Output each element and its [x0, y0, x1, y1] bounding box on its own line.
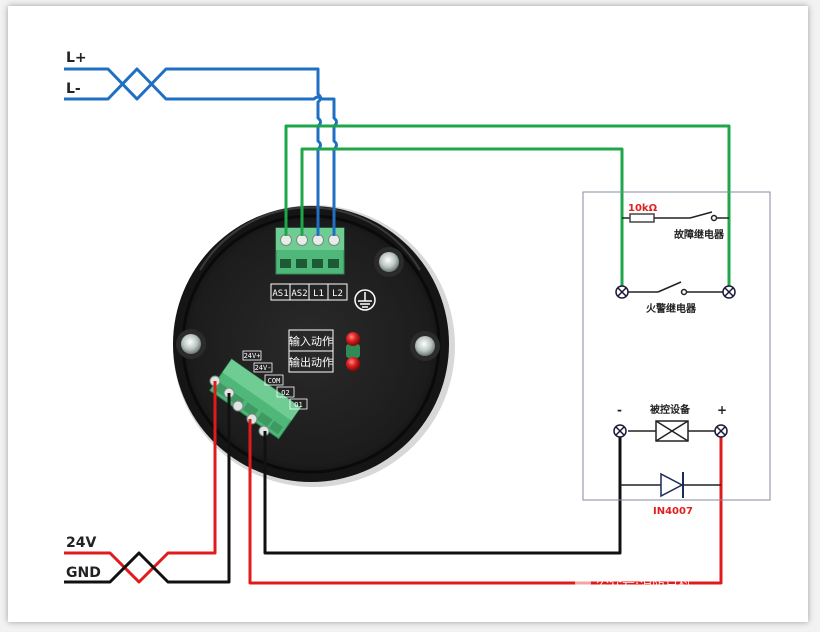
watermark-logo-icon — [575, 575, 591, 591]
terminal-label-l1: L1 — [313, 289, 324, 299]
indicator-panel: 输入动作 输出动作 — [288, 329, 334, 373]
power-24v-label: 24V — [66, 535, 96, 551]
terminal-label-as1: AS1 — [272, 289, 288, 299]
bus-wire-plus — [64, 67, 322, 236]
terminal-label-com: COM — [268, 377, 281, 385]
external-panel — [582, 191, 771, 501]
device-groove — [199, 206, 421, 271]
terminal-label-24v-plus: 24V+ — [244, 352, 261, 360]
controlled-device-label: 被控设备 — [650, 403, 691, 416]
power-wire-gnd — [64, 393, 231, 584]
screw-left — [176, 329, 206, 359]
screw-icon — [379, 252, 399, 272]
terminal-label-24v-minus: 24V- — [255, 364, 272, 372]
minus-sign: - — [617, 403, 622, 417]
side-terminal-labels: 24V+ 24V- COM O2 O1 — [242, 350, 308, 410]
bus-plus-label: L+ — [66, 50, 87, 66]
screw-icon — [181, 334, 201, 354]
relay-wire-as2 — [300, 147, 624, 292]
output-action-label: 输出动作 — [289, 355, 333, 369]
terminal-cross-icon — [615, 285, 629, 299]
fault-relay-label: 故障继电器 — [674, 228, 725, 241]
plus-sign: + — [717, 403, 727, 417]
diode-icon — [620, 472, 721, 498]
terminal-cross-icon — [613, 424, 627, 438]
terminal-label-as2: AS2 — [291, 289, 307, 299]
bus-wire-minus — [64, 67, 338, 236]
terminal-cross-icon — [722, 285, 736, 299]
relay-wires — [284, 124, 731, 292]
ground-icon — [354, 289, 376, 311]
bus-minus-label: L- — [66, 81, 81, 97]
controlled-device-circuit — [628, 420, 715, 442]
screw-icon — [415, 336, 435, 356]
screw-right-top — [374, 247, 404, 277]
bus-wires — [64, 67, 338, 236]
input-led-icon — [346, 332, 360, 346]
input-action-label: 输入动作 — [289, 334, 333, 348]
top-terminal-labels: AS1 AS2 L1 L2 — [270, 283, 348, 301]
terminal-label-o1: O1 — [294, 401, 302, 409]
power-gnd-label: GND — [66, 565, 101, 581]
fault-relay-circuit — [622, 211, 729, 223]
resistor-label: 10kΩ — [628, 203, 658, 214]
output-wire-o2-red — [248, 419, 723, 585]
indicator-leds — [346, 332, 360, 371]
top-terminal-screws — [280, 234, 340, 246]
watermark: 公众号·消防百科 — [575, 575, 691, 592]
terminal-label-l2: L2 — [332, 289, 343, 299]
diode-label: IN4007 — [653, 506, 693, 517]
fire-relay-contact-icon — [657, 281, 682, 293]
fire-relay-label: 火警继电器 — [646, 302, 697, 315]
fault-relay-contact-icon — [689, 211, 713, 219]
fire-relay-circuit — [628, 281, 723, 296]
svg-text:公众号·消防百科: 公众号·消防百科 — [596, 576, 691, 592]
resistor-icon — [629, 213, 655, 223]
output-led-icon — [346, 357, 360, 371]
terminal-label-o2: O2 — [281, 389, 289, 397]
output-wire-o1-black — [263, 431, 622, 555]
power-wires — [64, 381, 723, 585]
relay-wire-as1 — [284, 124, 731, 292]
terminal-cross-icon — [714, 424, 728, 438]
screw-right — [410, 331, 440, 361]
